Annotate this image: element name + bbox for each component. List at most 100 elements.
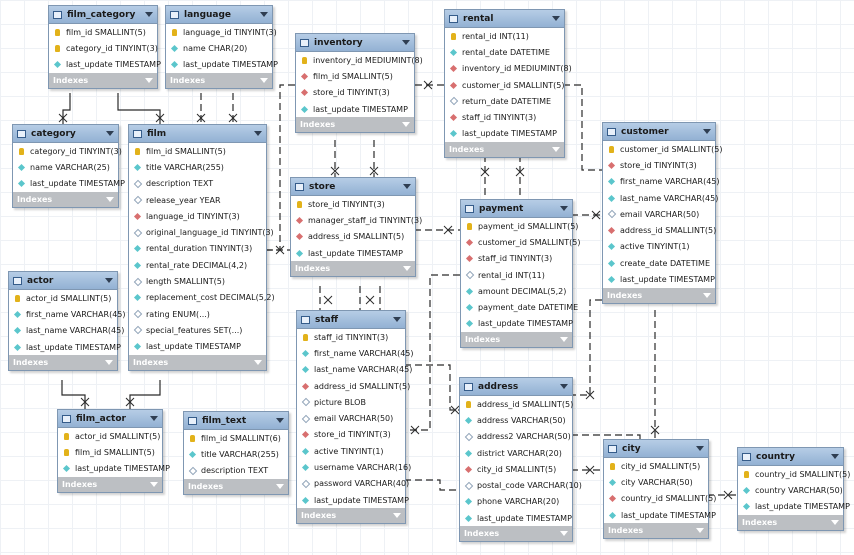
column-row[interactable]: country_id SMALLINT(5) xyxy=(604,491,716,507)
column-row[interactable]: last_update TIMESTAMP xyxy=(9,339,121,355)
column-row[interactable]: rental_id INT(11) xyxy=(445,28,564,44)
column-row[interactable]: category_id TINYINT(3) xyxy=(49,40,158,56)
column-row[interactable]: active TINYINT(1) xyxy=(297,443,405,459)
column-row[interactable]: customer_id SMALLINT(5) xyxy=(603,141,722,157)
column-row[interactable]: email VARCHAR(50) xyxy=(297,410,405,426)
column-row[interactable]: description TEXT xyxy=(184,463,288,479)
column-row[interactable]: staff_id TINYINT(3) xyxy=(297,329,405,345)
indexes-bar[interactable]: Indexes xyxy=(738,514,843,530)
column-row[interactable]: country_id SMALLINT(5) xyxy=(738,466,850,482)
collapse-triangle-icon[interactable] xyxy=(696,446,704,451)
indexes-expand-icon[interactable] xyxy=(402,122,410,128)
relationship-line[interactable] xyxy=(571,434,641,439)
indexes-bar[interactable]: Indexes xyxy=(604,523,708,539)
column-row[interactable]: last_name VARCHAR(45) xyxy=(603,190,718,206)
column-row[interactable]: picture BLOB xyxy=(297,394,405,410)
table-header[interactable]: inventory xyxy=(296,34,414,52)
column-row[interactable]: last_update TIMESTAMP xyxy=(129,339,266,355)
column-row[interactable]: phone VARCHAR(20) xyxy=(460,494,572,510)
indexes-expand-icon[interactable] xyxy=(703,292,711,298)
collapse-triangle-icon[interactable] xyxy=(106,131,114,136)
indexes-expand-icon[interactable] xyxy=(150,481,158,487)
column-row[interactable]: film_id SMALLINT(5) xyxy=(49,24,157,40)
indexes-expand-icon[interactable] xyxy=(145,77,153,83)
column-row[interactable]: last_update TIMESTAMP xyxy=(13,176,125,192)
indexes-bar[interactable]: Indexes xyxy=(49,72,157,88)
column-row[interactable]: city_id SMALLINT(5) xyxy=(604,458,708,474)
column-row[interactable]: name VARCHAR(25) xyxy=(13,159,118,175)
column-row[interactable]: language_id TINYINT(3) xyxy=(129,208,266,224)
table-header[interactable]: city xyxy=(604,440,708,458)
column-row[interactable]: store_id TINYINT(3) xyxy=(603,157,715,173)
column-row[interactable]: replacement_cost DECIMAL(5,2) xyxy=(129,290,275,306)
column-row[interactable]: last_update TIMESTAMP xyxy=(49,57,161,73)
column-row[interactable]: length SMALLINT(5) xyxy=(129,273,266,289)
column-row[interactable]: name CHAR(20) xyxy=(166,40,272,56)
column-row[interactable]: postal_code VARCHAR(10) xyxy=(460,477,582,493)
column-row[interactable]: store_id TINYINT(3) xyxy=(296,85,414,101)
column-row[interactable]: active TINYINT(1) xyxy=(603,239,715,255)
collapse-triangle-icon[interactable] xyxy=(560,384,568,389)
indexes-bar[interactable]: Indexes xyxy=(58,476,162,492)
column-row[interactable]: customer_id SMALLINT(5) xyxy=(461,234,580,250)
column-row[interactable]: film_id SMALLINT(5) xyxy=(129,143,266,159)
column-row[interactable]: staff_id TINYINT(3) xyxy=(461,251,572,267)
column-row[interactable]: category_id TINYINT(3) xyxy=(13,143,122,159)
indexes-expand-icon[interactable] xyxy=(260,77,268,83)
indexes-bar[interactable]: Indexes xyxy=(166,72,272,88)
column-row[interactable]: country VARCHAR(50) xyxy=(738,482,843,498)
indexes-expand-icon[interactable] xyxy=(696,528,704,534)
column-row[interactable]: city_id SMALLINT(5) xyxy=(460,461,572,477)
column-row[interactable]: first_name VARCHAR(45) xyxy=(9,306,126,322)
column-row[interactable]: return_date DATETIME xyxy=(445,93,564,109)
column-row[interactable]: last_name VARCHAR(45) xyxy=(297,362,412,378)
column-row[interactable]: special_features SET(...) xyxy=(129,322,266,338)
column-row[interactable]: film_id SMALLINT(6) xyxy=(184,430,288,446)
indexes-bar[interactable]: Indexes xyxy=(603,287,715,303)
column-row[interactable]: rental_rate DECIMAL(4,2) xyxy=(129,257,266,273)
column-row[interactable]: create_date DATETIME xyxy=(603,255,715,271)
column-row[interactable]: staff_id TINYINT(3) xyxy=(445,109,564,125)
indexes-expand-icon[interactable] xyxy=(393,513,401,519)
column-row[interactable]: description TEXT xyxy=(129,176,266,192)
column-row[interactable]: rating ENUM(...) xyxy=(129,306,266,322)
column-row[interactable]: customer_id SMALLINT(5) xyxy=(445,77,564,93)
column-row[interactable]: email VARCHAR(50) xyxy=(603,206,715,222)
column-row[interactable]: address2 VARCHAR(50) xyxy=(460,429,572,445)
column-row[interactable]: username VARCHAR(16) xyxy=(297,459,411,475)
column-row[interactable]: language_id TINYINT(3) xyxy=(166,24,277,40)
relationship-line[interactable] xyxy=(404,274,460,431)
collapse-triangle-icon[interactable] xyxy=(393,317,401,322)
column-row[interactable]: last_update TIMESTAMP xyxy=(296,101,414,117)
table-header[interactable]: language xyxy=(166,6,272,24)
column-row[interactable]: store_id TINYINT(3) xyxy=(291,196,415,212)
indexes-expand-icon[interactable] xyxy=(276,483,284,489)
collapse-triangle-icon[interactable] xyxy=(276,418,284,423)
column-row[interactable]: release_year YEAR xyxy=(129,192,266,208)
column-row[interactable]: rental_id INT(11) xyxy=(461,267,572,283)
column-row[interactable]: last_update TIMESTAMP xyxy=(445,126,564,142)
column-row[interactable]: inventory_id MEDIUMINT(8) xyxy=(296,52,423,68)
column-row[interactable]: original_language_id TINYINT(3) xyxy=(129,224,274,240)
indexes-expand-icon[interactable] xyxy=(560,337,568,343)
table-header[interactable]: film_category xyxy=(49,6,157,24)
indexes-expand-icon[interactable] xyxy=(552,147,560,153)
collapse-triangle-icon[interactable] xyxy=(703,129,711,134)
indexes-expand-icon[interactable] xyxy=(560,531,568,537)
column-row[interactable]: title VARCHAR(255) xyxy=(184,446,288,462)
table-header[interactable]: film_actor xyxy=(58,410,162,428)
indexes-bar[interactable]: Indexes xyxy=(291,261,415,277)
column-row[interactable]: first_name VARCHAR(45) xyxy=(603,174,720,190)
